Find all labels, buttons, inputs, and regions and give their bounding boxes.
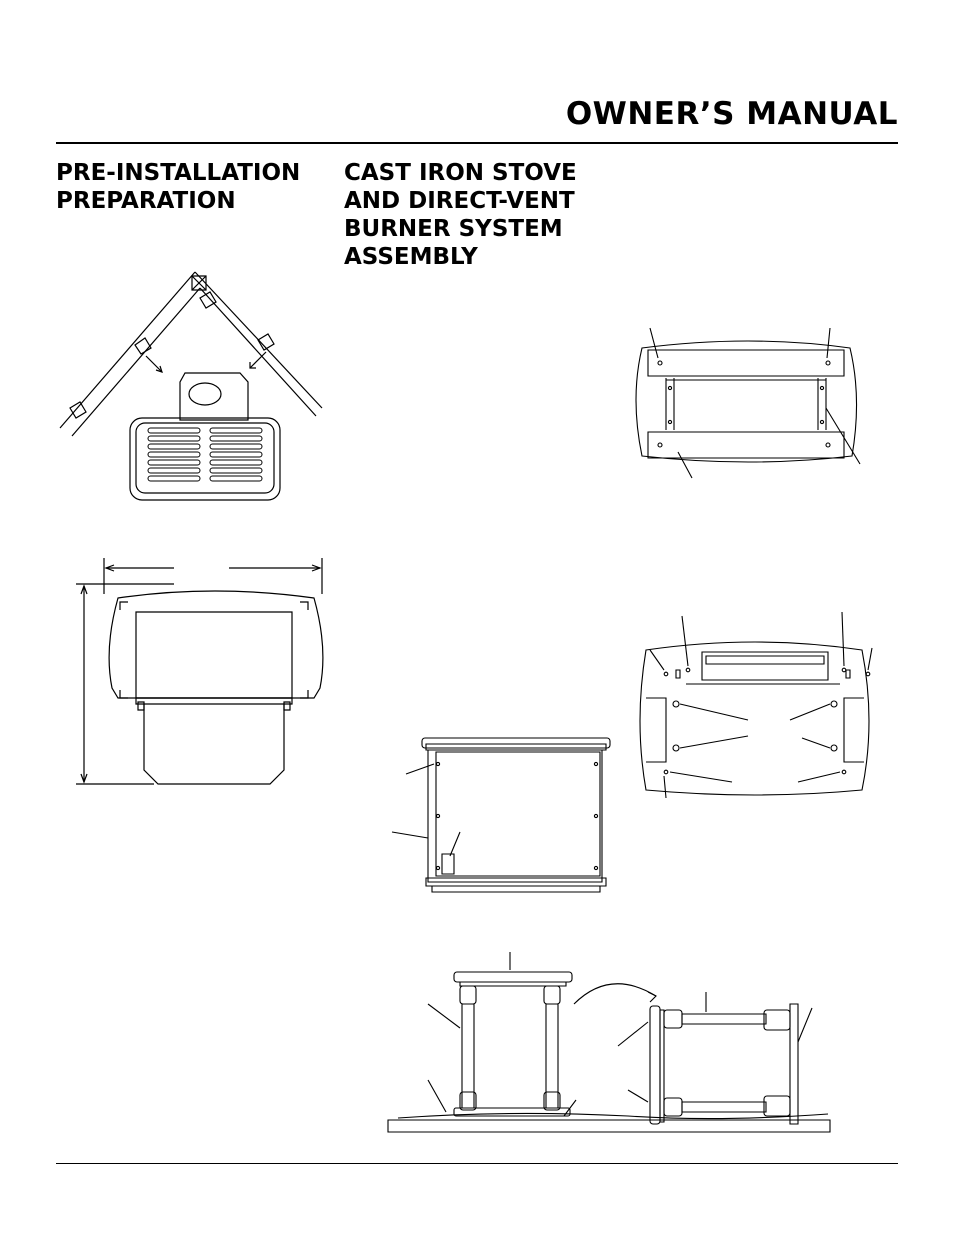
- base-leg-attachment-figure: [636, 612, 876, 802]
- footer-rule: [56, 1163, 898, 1164]
- stove-tipping-figure: [388, 952, 832, 1134]
- stove-dimensions-figure: [74, 558, 330, 790]
- stove-panel-figure: [390, 734, 614, 896]
- page-title: OWNER’S MANUAL: [565, 96, 898, 132]
- heading-stove-assembly: CAST IRON STOVE AND DIRECT-VENT BURNER S…: [344, 160, 577, 270]
- header-rule: [56, 142, 898, 144]
- base-crossbar-figure: [630, 328, 870, 478]
- heading-pre-installation: PRE-INSTALLATION PREPARATION: [56, 160, 301, 214]
- corner-installation-figure: [60, 268, 330, 503]
